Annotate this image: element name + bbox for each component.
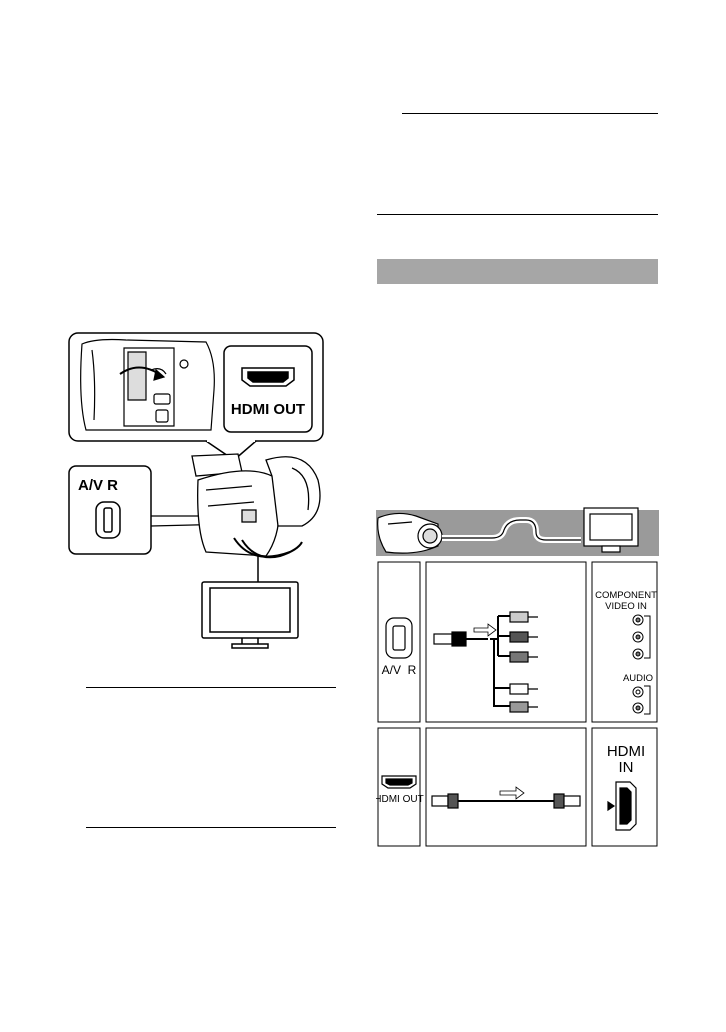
note-rule-top-left (86, 687, 336, 688)
av-r-label: A/V R (78, 477, 118, 494)
hdmi-port-icon (241, 367, 295, 387)
row1-tv-port-box (591, 561, 658, 723)
row2-hdmi-out-port-icon (381, 775, 417, 789)
signal-direction-arrow (473, 623, 497, 637)
audio-label: AUDIO (623, 673, 653, 684)
row2-hdmi-out-label: HDMI OUT (376, 794, 424, 805)
section-heading-bar (377, 259, 658, 284)
header-camcorder-icon (377, 512, 443, 554)
note-rule-bottom-left (86, 827, 336, 828)
note-rule-bottom-right (377, 214, 658, 215)
hdmi-in-label-2: IN (619, 759, 634, 776)
component-av-cable (433, 611, 538, 713)
component-video-in-label-1: COMPONENT (595, 590, 657, 601)
header-tv-icon (583, 507, 639, 553)
hdmi-out-label: HDMI OUT (231, 401, 305, 418)
note-rule-top-right-short (402, 113, 658, 114)
row1-av-label: A/V R (382, 663, 417, 677)
camcorder-illustration (191, 453, 321, 559)
camera-port-closeup (80, 338, 215, 431)
hdmi-in-label-1: HDMI (607, 743, 645, 760)
audio-jacks (632, 685, 651, 715)
hdmi-cable (431, 793, 581, 809)
hdmi-signal-direction-arrow (499, 786, 525, 800)
tv-illustration (201, 581, 299, 649)
av-r-port-icon (385, 617, 413, 659)
hdmi-in-port-icon (607, 781, 637, 831)
av-port-icon (95, 501, 121, 539)
hdmi-connection-illustration: HDMI OUT A/V R (68, 332, 324, 649)
component-video-in-label-2: VIDEO IN (605, 601, 647, 612)
component-jacks (632, 614, 651, 660)
row2-cable-box (425, 727, 587, 847)
connection-type-diagram: A/V R COMPONENT VIDEO IN AUDIO HDMI OUT (376, 507, 659, 847)
